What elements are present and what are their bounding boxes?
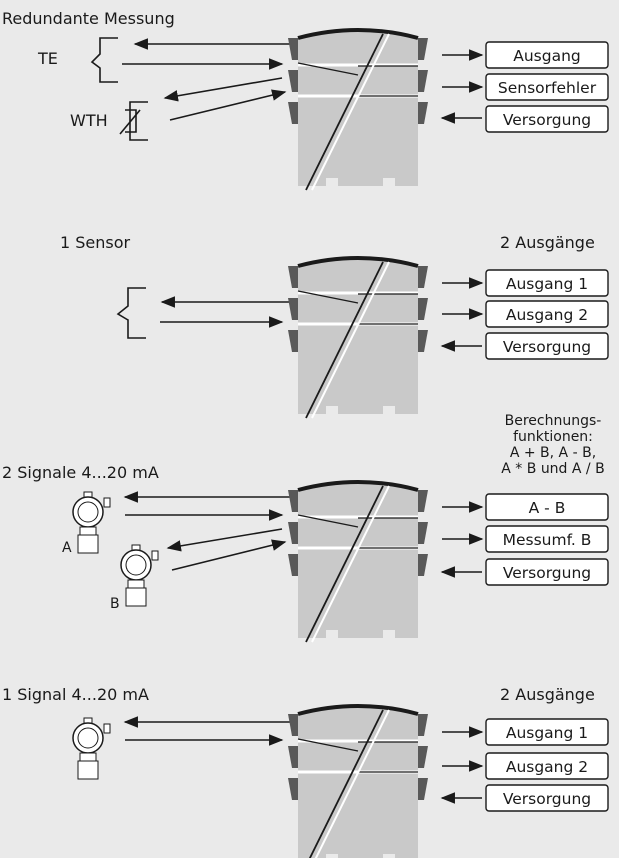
transmitter-a-icon	[72, 491, 111, 554]
calc-line-1: Berechnungs-	[505, 413, 602, 429]
output-box	[485, 41, 609, 69]
supply-label: Versorgung	[503, 338, 591, 356]
supply-box	[485, 558, 609, 586]
section-4-title: 1 Signal 4...20 mA	[2, 685, 149, 704]
output-2-label: Ausgang 2	[506, 758, 588, 776]
section-redundante-messung: Redundante Messung TE WTH Ausgang Sensor…	[2, 9, 609, 192]
transmitter-icon	[72, 717, 111, 780]
supply-label: Versorgung	[503, 111, 591, 129]
supply-box	[485, 105, 609, 133]
transmitter-device-3	[286, 480, 430, 644]
output-2-label: Sensorfehler	[498, 79, 597, 97]
section-1-sensor: 1 Sensor 2 Ausgänge Ausgang 1 Ausgang 2 …	[60, 233, 609, 420]
transmitter-device-2	[286, 256, 430, 420]
a-minus-b-box	[485, 493, 609, 521]
output-1-label: A - B	[529, 499, 566, 517]
rtd-symbol	[129, 101, 148, 141]
output-1-box	[485, 718, 609, 746]
thermocouple-symbol	[90, 37, 118, 83]
te-label: TE	[37, 49, 58, 68]
transmitter-device-4	[286, 704, 430, 858]
transmitter-device-1	[286, 28, 430, 192]
rtd-resistor-icon	[125, 109, 137, 133]
output-2-label: Messumf. B	[503, 531, 592, 549]
output-1-label: Ausgang 1	[506, 724, 588, 742]
sensor-fault-box	[485, 73, 609, 101]
supply-box	[485, 332, 609, 360]
section-2-signale: Berechnungs- funktionen: A + B, A - B, A…	[2, 413, 609, 644]
signal-b-label: B	[110, 596, 120, 612]
section-1-title: Redundante Messung	[2, 9, 175, 28]
output-1-label: Ausgang 1	[506, 275, 588, 293]
transmitter-b-box	[485, 525, 609, 553]
calc-line-2: funktionen:	[513, 429, 593, 445]
output-2-box	[485, 752, 609, 780]
supply-box	[485, 784, 609, 812]
wth-arrow-in	[163, 77, 283, 102]
section-3-title: 2 Signale 4...20 mA	[2, 463, 159, 482]
section-1-signal: 1 Signal 4...20 mA 2 Ausgänge Ausgang 1 …	[2, 685, 609, 858]
supply-label: Versorgung	[503, 564, 591, 582]
output-2-label: Ausgang 2	[506, 306, 588, 324]
output-1-label: Ausgang	[513, 47, 581, 65]
section-2-right-title: 2 Ausgänge	[500, 233, 595, 252]
thermocouple-symbol	[116, 287, 146, 339]
signal-a-label: A	[62, 540, 72, 556]
output-1-box	[485, 269, 609, 297]
transmitter-b-icon	[120, 544, 159, 607]
supply-label: Versorgung	[503, 790, 591, 808]
section-2-title: 1 Sensor	[60, 233, 131, 252]
output-2-box	[485, 300, 609, 328]
wth-arrow-out	[169, 89, 287, 121]
calc-line-3: A + B, A - B,	[510, 445, 596, 461]
wth-label: WTH	[70, 111, 108, 130]
calc-line-4: A * B und A / B	[501, 461, 604, 477]
section-4-right-title: 2 Ausgänge	[500, 685, 595, 704]
